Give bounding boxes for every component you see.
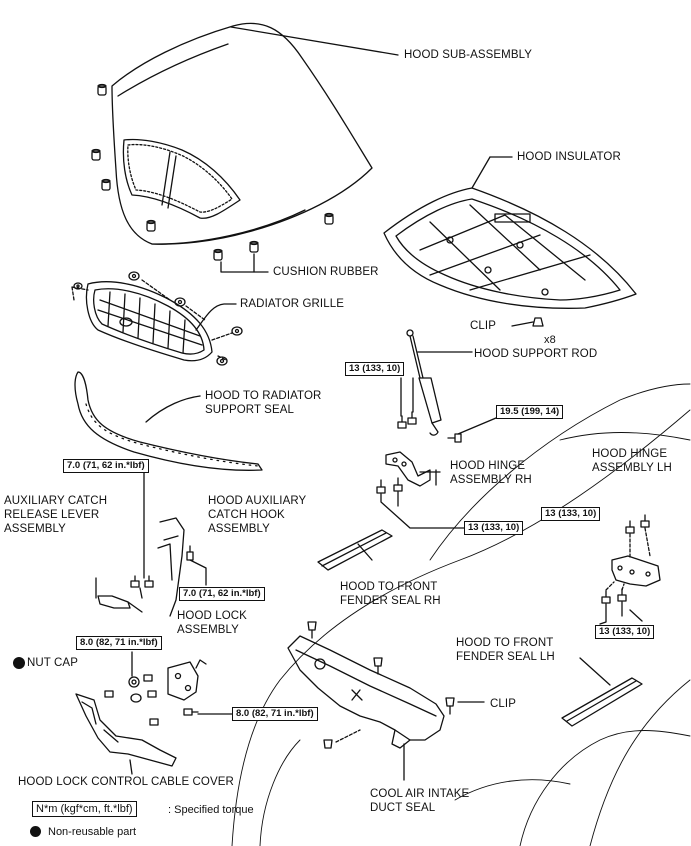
label-hood-lock-control-cable-cover: HOOD LOCK CONTROL CABLE COVER [18, 776, 234, 788]
label-hood-support-rod: HOOD SUPPORT ROD [474, 348, 598, 360]
legend-non-reusable-dot [30, 826, 41, 837]
hood-grille-opening [122, 138, 241, 219]
label-hood-to-front-fender-seal-lh: HOOD TO FRONT FENDER SEAL LH [456, 637, 555, 663]
legend-torque-box: N*m (kgf*cm, ft.*lbf) [32, 801, 137, 817]
torque-hood-lock-upper: 8.0 (82, 71 in.*lbf) [76, 636, 162, 650]
torque-rod-bolt-lower: 19.5 (199, 14) [496, 405, 564, 419]
label-clip-top: CLIP [470, 320, 496, 332]
hood-lock-drawing [128, 651, 233, 716]
auxiliary-catch-drawing [95, 469, 207, 617]
label-hood-auxiliary-catch-hook-assembly: HOOD AUXILIARY CATCH HOOK ASSEMBLY [208, 495, 307, 535]
label-auxiliary-catch-release-lever-assembly: AUXILIARY CATCH RELEASE LEVER ASSEMBLY [4, 495, 108, 535]
label-hood-to-front-fender-seal-rh: HOOD TO FRONT FENDER SEAL RH [340, 581, 441, 607]
cushion-rubbers [91, 83, 334, 273]
legend-torque-text: : Specified torque [168, 804, 254, 816]
label-hood-insulator: HOOD INSULATOR [517, 151, 621, 163]
torque-aux-catch: 7.0 (71, 62 in.*lbf) [63, 459, 149, 473]
hood-support-rod-drawing [397, 329, 497, 443]
label-hood-hinge-assembly-lh: HOOD HINGE ASSEMBLY LH [592, 448, 672, 474]
hood-to-front-fender-seal-rh-drawing [317, 529, 393, 571]
non-reusable-nut-cap-marker [13, 657, 25, 669]
label-cool-air-intake-duct-seal: COOL AIR INTAKE DUCT SEAL [370, 788, 470, 814]
label-clip-bottom: CLIP [490, 698, 516, 710]
hood-hinge-lh-drawing [599, 514, 661, 625]
label-hood-lock-assembly: HOOD LOCK ASSEMBLY [177, 610, 247, 636]
label-hood-to-radiator-support-seal: HOOD TO RADIATOR SUPPORT SEAL [205, 390, 322, 416]
torque-hinge-lh-lower: 13 (133, 10) [595, 625, 655, 639]
hood-to-front-fender-seal-lh-drawing [561, 657, 643, 727]
radiator-grille-drawing [71, 271, 243, 366]
torque-hood-lock-side: 7.0 (71, 62 in.*lbf) [179, 587, 265, 601]
label-hood-sub-assembly: HOOD SUB-ASSEMBLY [404, 49, 533, 61]
torque-hinge-lh-upper: 13 (133, 10) [541, 507, 601, 521]
label-hood-hinge-assembly-rh: HOOD HINGE ASSEMBLY RH [450, 460, 532, 486]
label-radiator-grille: RADIATOR GRILLE [240, 298, 344, 310]
torque-rod-bolt: 13 (133, 10) [345, 362, 405, 376]
vehicle-body-outline [231, 383, 691, 846]
torque-hinge-rh: 13 (133, 10) [464, 521, 524, 535]
legend-non-reusable-text: Non-reusable part [48, 826, 137, 838]
torque-hood-lock-lower: 8.0 (82, 71 in.*lbf) [232, 707, 318, 721]
label-nut-cap: NUT CAP [27, 657, 78, 669]
hood-hinge-rh-drawing [376, 451, 465, 529]
hood-to-radiator-support-seal-drawing [74, 371, 263, 471]
cool-air-intake-duct-seal-drawing [287, 621, 485, 781]
label-clip-count: x8 [544, 334, 556, 346]
clip-x8-drawing [511, 317, 544, 327]
hood-lock-control-cable-cover-drawing [75, 690, 177, 775]
label-cushion-rubber: CUSHION RUBBER [273, 266, 379, 278]
leader-lines [199, 395, 643, 622]
hood-sub-assembly-drawing [111, 22, 399, 245]
hood-insulator-drawing [383, 156, 637, 309]
